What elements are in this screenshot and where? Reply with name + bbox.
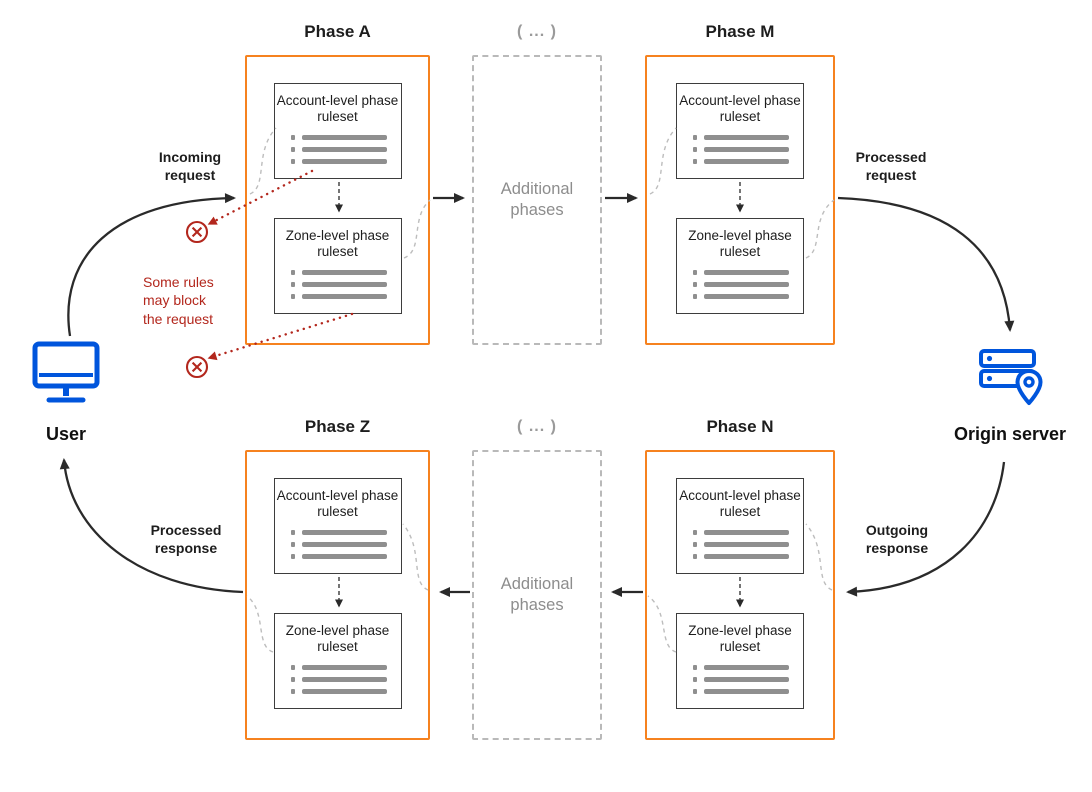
rule-line [290,688,387,694]
ruleset-rules [677,134,803,164]
additional-phases-label: Additional phases [500,574,574,614]
ruleset-rules [677,664,803,694]
rule-line [290,676,387,682]
rule-line [693,269,789,275]
ruleset-rules [275,664,401,694]
rule-line [693,664,789,670]
additional-bottom-header: ( ... ) [517,418,557,435]
ruleset-rules [275,529,401,559]
rule-line [693,281,789,287]
ruleset-title: Zone-level phase ruleset [688,228,792,260]
rule-line [290,529,387,535]
rule-line [290,146,387,152]
rule-line [290,269,387,275]
phase-z-zone-ruleset: Zone-level phase ruleset [273,613,402,709]
rule-line [290,158,387,164]
ruleset-title: Account-level phase ruleset [679,93,801,125]
incoming-request-label: Incoming request [158,149,222,184]
phase-z-box: Account-level phase ruleset Zone-level p… [245,450,430,740]
rule-line [693,158,789,164]
ruleset-title: Zone-level phase ruleset [285,228,390,260]
ruleset-rules [677,529,803,559]
additional-phases-bottom-box: Additional phases [472,450,602,740]
additional-top-header: ( ... ) [517,23,557,40]
ruleset-rules [275,134,401,164]
rule-line [693,134,789,140]
rule-line [290,541,387,547]
phase-m-account-ruleset: Account-level phase ruleset [676,83,804,179]
rule-line [693,688,789,694]
additional-phases-label: Additional phases [500,179,574,219]
ruleset-title: Zone-level phase ruleset [688,623,792,655]
phase-m-title: Phase M [705,22,775,41]
rule-line [693,541,789,547]
origin-server-icon [979,349,1043,405]
user-monitor-icon [32,341,100,403]
origin-server-label: Origin server [953,424,1067,444]
phase-m-box: Account-level phase ruleset Zone-level p… [645,55,835,345]
arrow-phase-m-to-origin [837,196,1015,332]
ruleset-rules [275,269,401,299]
rule-line [290,134,387,140]
rule-line [693,553,789,559]
processed-response-label: Processed response [150,522,222,557]
ruleset-title: Account-level phase ruleset [276,93,399,125]
phase-n-box: Account-level phase ruleset Zone-level p… [645,450,835,740]
origin-server-node [978,346,1048,408]
phase-n-account-ruleset: Account-level phase ruleset [676,478,804,574]
phase-n-title: Phase N [706,417,774,436]
blocked-icon [185,355,209,379]
rule-line [693,529,789,535]
rule-line [290,281,387,287]
user-node [30,340,102,406]
phase-z-title: Phase Z [304,417,371,436]
phase-a-account-ruleset: Account-level phase ruleset [273,83,402,179]
rule-line [693,146,789,152]
phase-a-title: Phase A [304,22,371,41]
rule-line [290,553,387,559]
rule-line [290,293,387,299]
rule-line [693,293,789,299]
ruleset-rules [677,269,803,299]
block-warning-note: Some rules may block the request [143,274,214,327]
phase-m-zone-ruleset: Zone-level phase ruleset [676,218,804,314]
ruleset-title: Zone-level phase ruleset [285,623,390,655]
phase-z-account-ruleset: Account-level phase ruleset [273,478,402,574]
phase-a-box: Account-level phase ruleset Zone-level p… [245,55,430,345]
rule-line [693,676,789,682]
user-label: User [45,424,87,444]
ruleset-title: Account-level phase ruleset [679,488,801,520]
outgoing-response-label: Outgoing response [865,522,929,557]
rule-line [290,664,387,670]
processed-request-label: Processed request [855,149,927,184]
phase-n-zone-ruleset: Zone-level phase ruleset [676,613,804,709]
ruleset-title: Account-level phase ruleset [276,488,399,520]
blocked-icon [185,220,209,244]
phase-a-zone-ruleset: Zone-level phase ruleset [273,218,402,314]
additional-phases-top-box: Additional phases [472,55,602,345]
